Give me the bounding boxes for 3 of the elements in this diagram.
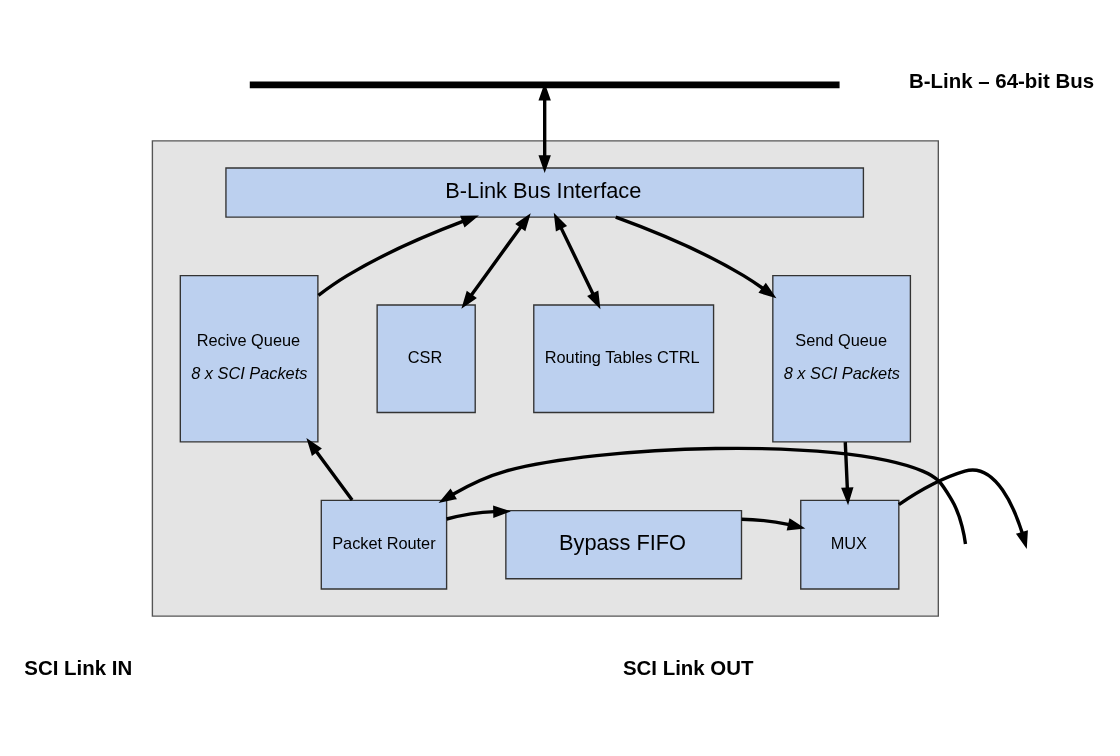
node-label: B-Link – 64-bit Bus: [909, 69, 1095, 92]
label: SCI Link OUT: [623, 656, 754, 679]
label: SCI Link IN: [24, 656, 133, 679]
